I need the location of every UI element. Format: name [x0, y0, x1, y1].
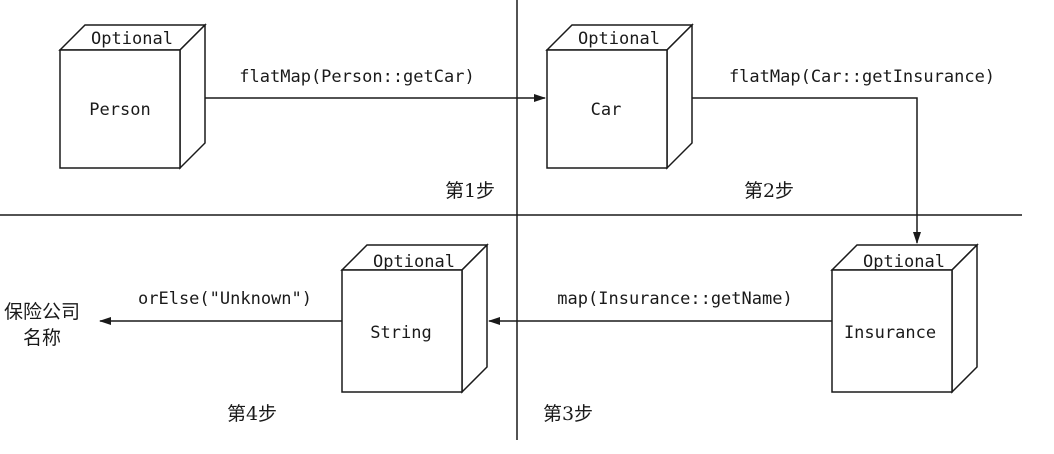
- optional-string-label: String: [370, 323, 431, 343]
- optional-string-tag: Optional: [373, 252, 455, 272]
- result-line-2: 名称: [23, 327, 61, 349]
- optional-car-label: Car: [591, 100, 622, 120]
- arrow-car-to-insurance: [692, 97, 921, 244]
- flatmap-person-label: flatMap(Person::getCar): [239, 67, 474, 87]
- step-2-label: 第2步: [744, 180, 794, 202]
- optional-person-label: Person: [89, 100, 150, 120]
- step-4-label: 第4步: [227, 403, 277, 425]
- optional-insurance-box: Optional Insurance: [830, 243, 979, 394]
- map-insurance-label: map(Insurance::getName): [557, 289, 792, 309]
- result-line-1: 保险公司: [4, 301, 80, 323]
- optional-person-tag: Optional: [91, 29, 173, 49]
- orelse-label: orElse("Unknown"): [138, 289, 312, 309]
- optional-car-box: Optional Car: [545, 23, 694, 170]
- flatmap-car-label: flatMap(Car::getInsurance): [729, 67, 995, 87]
- step-3-label: 第3步: [543, 403, 593, 425]
- optional-car-tag: Optional: [578, 29, 660, 49]
- optional-person-box: Optional Person: [58, 23, 207, 170]
- optional-string-box: Optional String: [340, 243, 489, 394]
- optional-insurance-label: Insurance: [844, 323, 936, 343]
- optional-insurance-tag: Optional: [863, 252, 945, 272]
- step-1-label: 第1步: [445, 180, 495, 202]
